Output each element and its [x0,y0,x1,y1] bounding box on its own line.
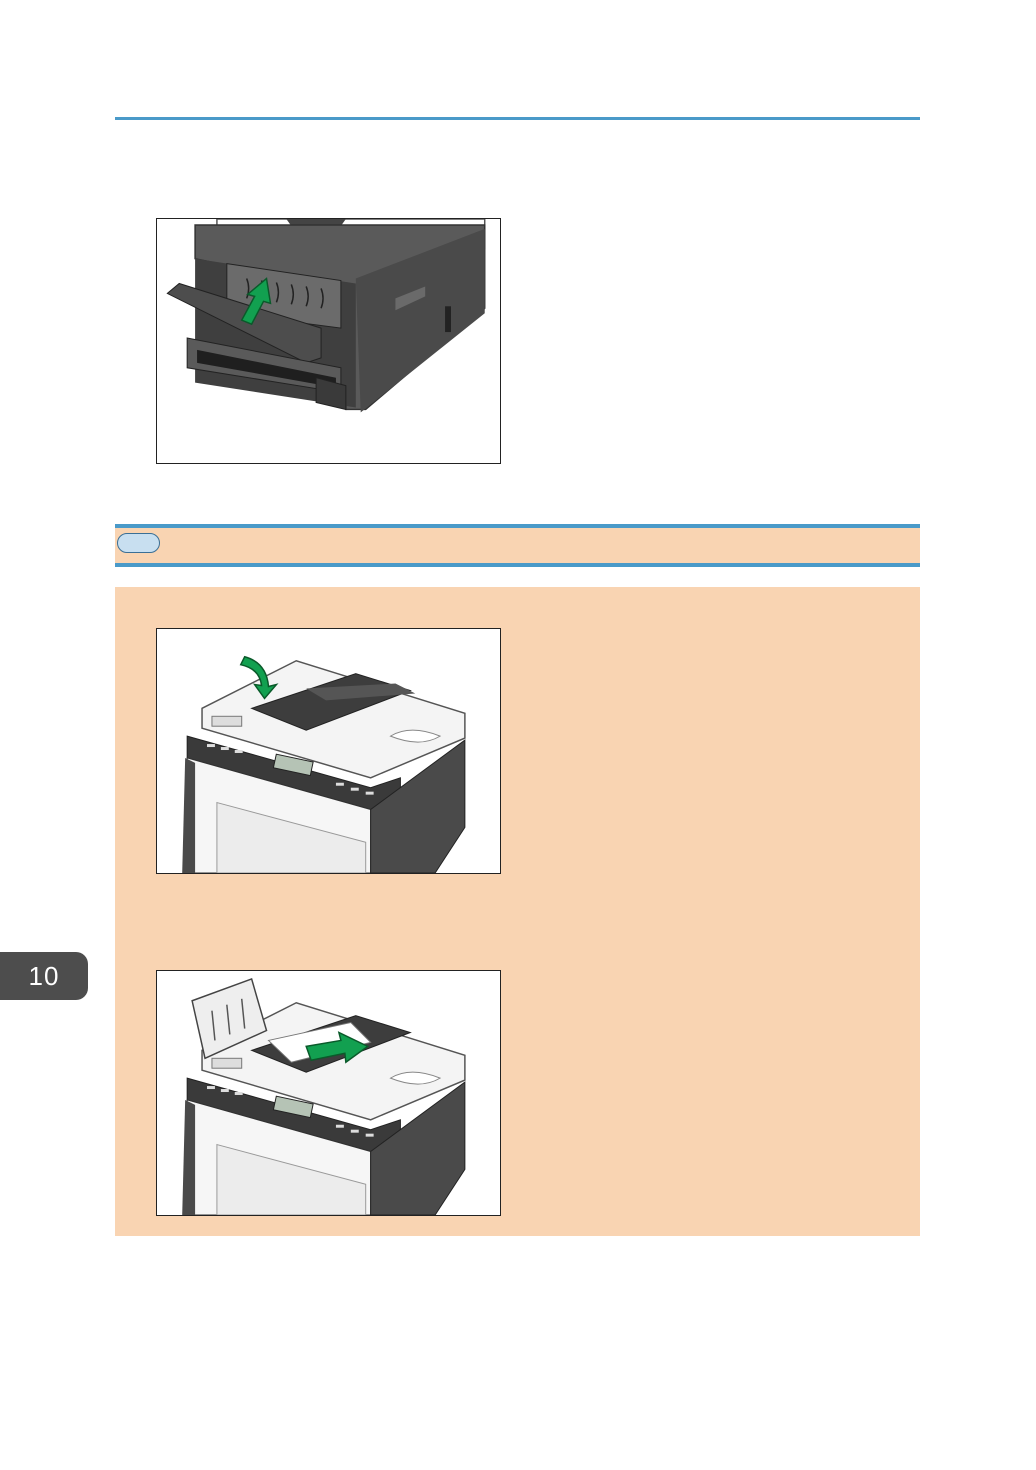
adf-paper-illustration [157,971,500,1215]
figure-adf-cover [156,628,501,874]
section-header-bar [115,524,920,567]
adf-cover-illustration [157,629,500,873]
chapter-tab: 10 [0,952,88,1000]
rear-printer-illustration [157,219,500,463]
figure-rear-printer [156,218,501,464]
figure-adf-paper [156,970,501,1216]
section-pill-icon [117,533,160,553]
top-rule [115,117,920,120]
